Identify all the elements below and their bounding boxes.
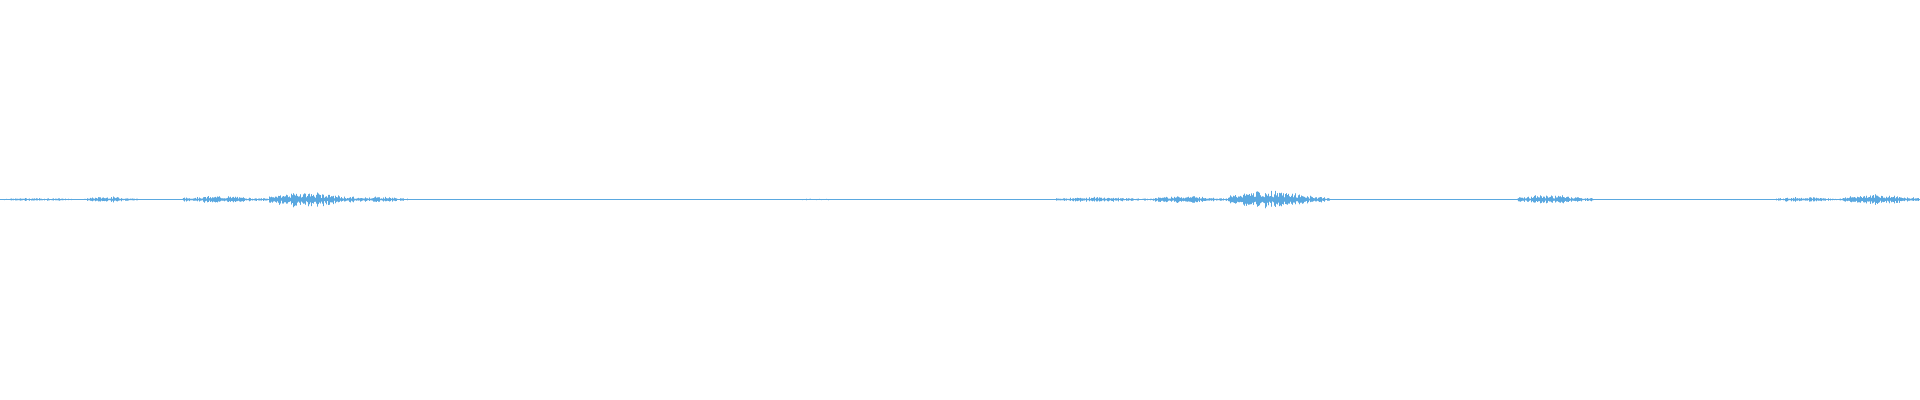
waveform-segment-6	[1056, 196, 1152, 202]
waveform-segment-9	[1325, 198, 1331, 201]
waveform-bars	[0, 190, 1920, 209]
waveform-segment-4	[355, 196, 409, 202]
waveform-segment-11	[1776, 197, 1843, 202]
waveform-segment-7	[1152, 196, 1229, 203]
waveform-segment-0	[0, 198, 86, 201]
waveform-segment-5	[791, 198, 854, 201]
waveform-segment-2	[182, 196, 269, 203]
waveform-segment-8	[1229, 190, 1325, 209]
waveform-segment-10	[1517, 195, 1594, 204]
waveform-segment-3	[269, 192, 355, 208]
waveform-segment-12	[1843, 194, 1920, 205]
waveform-segment-1	[86, 196, 138, 203]
